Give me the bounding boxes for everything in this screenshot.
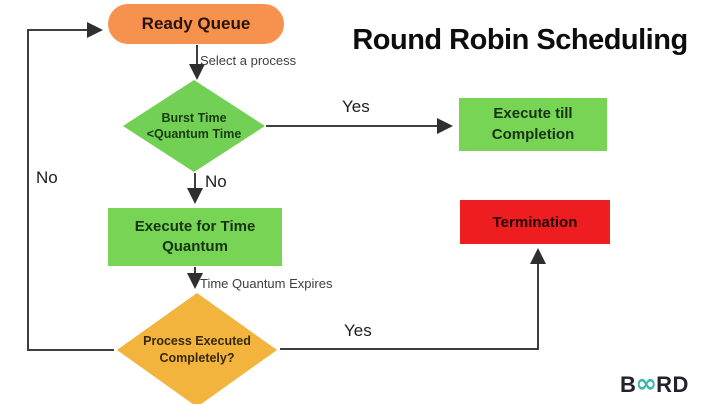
node-burst-time-decision-label: Burst Time <Quantum Time (146, 110, 242, 141)
edge-label-yes-bottom: Yes (344, 321, 372, 340)
edge-label-time-quantum-expires: Time Quantum Expires (200, 276, 333, 291)
node-execute-for-time-quantum: Execute for Time Quantum (108, 208, 282, 266)
edge-yes-bottom (280, 248, 546, 350)
edge-label-select-a-process: Select a process (200, 53, 297, 68)
node-termination-label: Termination (492, 213, 578, 231)
logo-letter-b: B (620, 372, 637, 397)
node-ready-queue: Ready Queue (108, 4, 284, 44)
node-process-executed-decision-label: Process Executed Completely? (143, 334, 251, 365)
edge-label-no-left: No (36, 168, 58, 187)
node-execute-for-time-quantum-label: Execute for Time Quantum (134, 217, 256, 255)
node-execute-till-completion: Execute till Completion (459, 98, 607, 151)
logo-letters-rd: RD (656, 372, 689, 397)
board-infinity-logo: B ∞ RD (620, 369, 689, 399)
node-ready-queue-label: Ready Queue (141, 14, 251, 33)
edge-label-no-middle: No (205, 172, 227, 191)
infinity-icon: ∞ (635, 369, 658, 399)
page-title: Round Robin Scheduling (352, 24, 688, 56)
edge-no-left (27, 22, 114, 351)
node-termination: Termination (460, 200, 610, 244)
node-execute-till-completion-label: Execute till Completion (491, 105, 575, 143)
edge-label-yes-top: Yes (342, 97, 370, 116)
